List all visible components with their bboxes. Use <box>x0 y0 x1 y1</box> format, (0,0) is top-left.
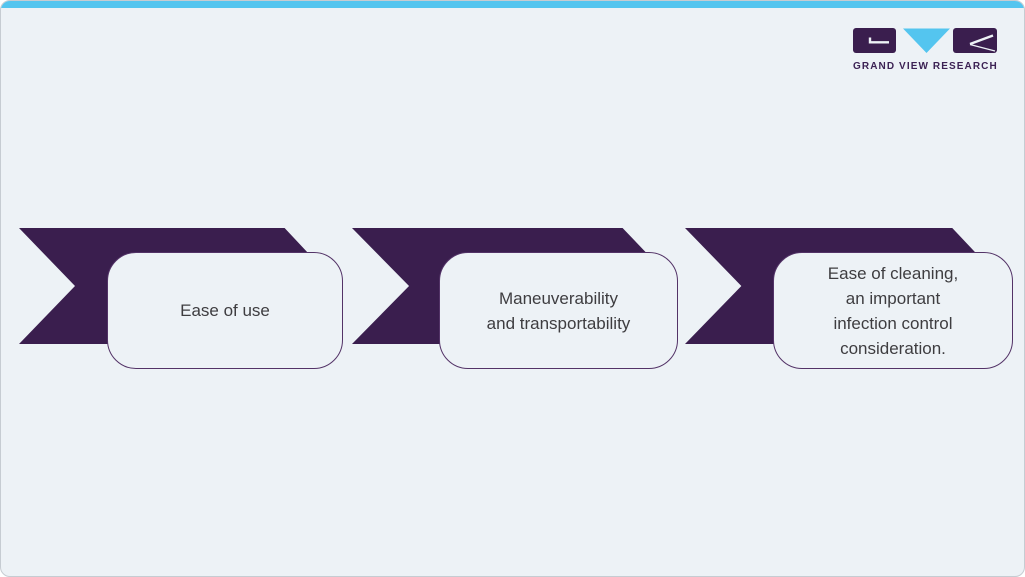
step-label-ease-of-use: Ease of use <box>180 301 270 320</box>
step-box-ease-of-use: Ease of use <box>107 252 343 369</box>
step-label-ease-of-cleaning: Ease of cleaning, an important infection… <box>827 263 959 358</box>
gvr-logo: GRAND VIEW RESEARCH <box>853 28 997 72</box>
top-accent-bar <box>1 1 1024 8</box>
step-label-maneuverability: Maneuverability and transportability <box>486 288 631 333</box>
gvr-logo-icon <box>853 28 997 53</box>
step-box-ease-of-cleaning: Ease of cleaning, an important infection… <box>773 252 1013 369</box>
gvr-logo-caption: GRAND VIEW RESEARCH <box>853 61 998 72</box>
step-box-maneuverability: Maneuverability and transportability <box>439 252 678 369</box>
